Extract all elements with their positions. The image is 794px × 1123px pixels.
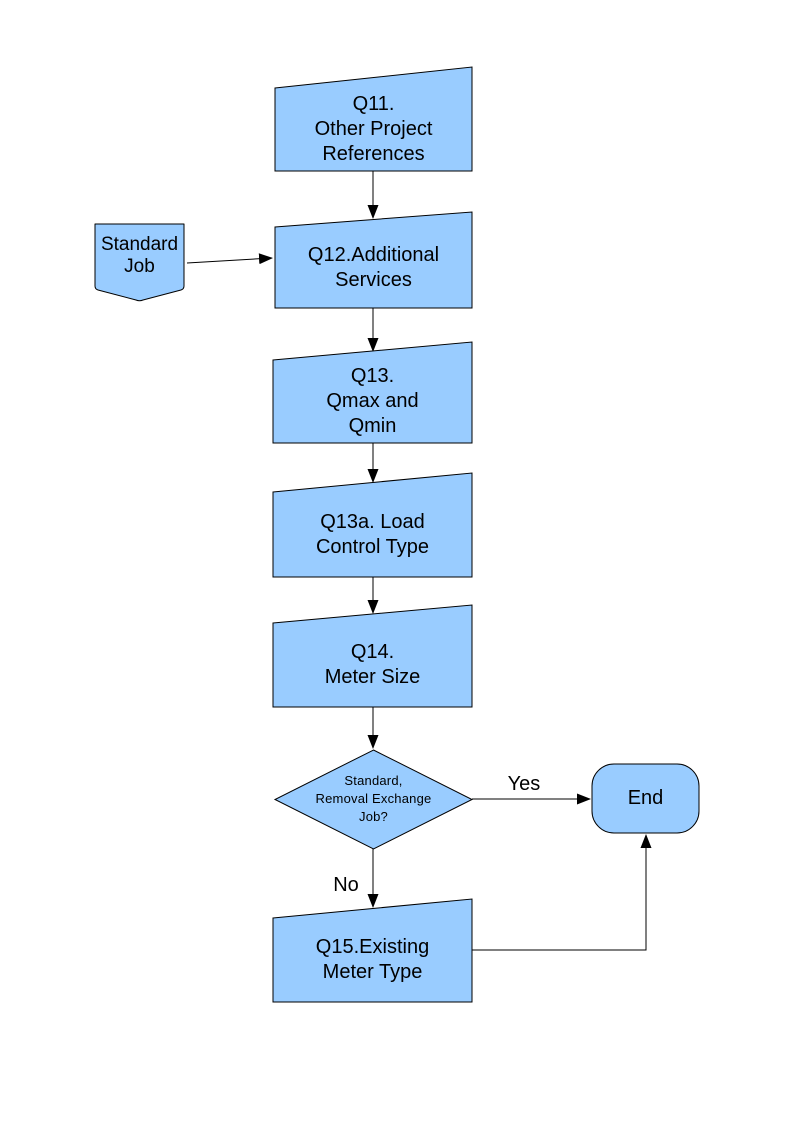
q13-node xyxy=(272,341,473,444)
q12-node xyxy=(274,211,473,309)
edge-standard-job-q12 xyxy=(186,253,273,265)
edge-q15-end xyxy=(472,834,652,951)
end-node xyxy=(591,763,700,834)
q13a-node xyxy=(272,472,473,578)
standard-job-node xyxy=(94,223,185,302)
q14-node xyxy=(272,604,473,708)
q15-node xyxy=(272,898,473,1003)
q11-node xyxy=(274,66,473,172)
decision-node xyxy=(273,749,474,850)
